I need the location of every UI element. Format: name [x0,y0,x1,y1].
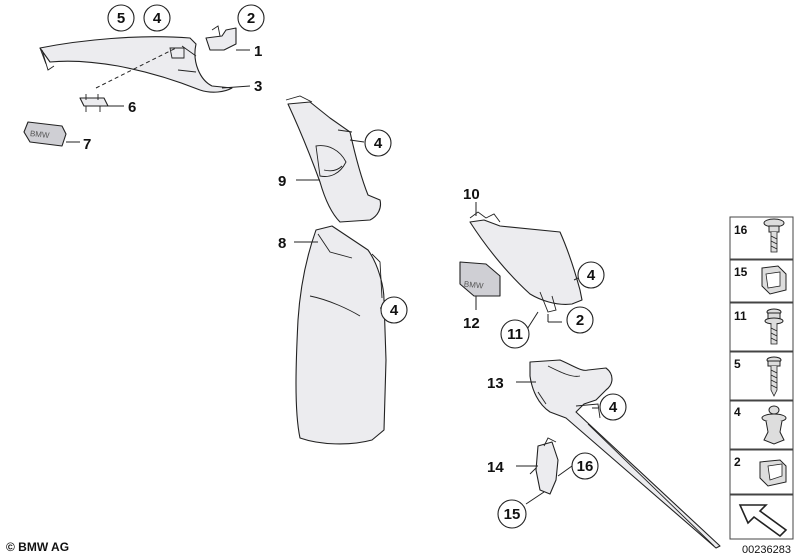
screw-washer-icon [764,308,784,345]
arrow-icon [738,504,788,538]
cover-12: BMW [459,261,501,297]
arrow-indicator [729,494,794,540]
svg-text:2: 2 [734,455,741,469]
svg-text:4: 4 [390,302,399,319]
svg-text:2: 2 [247,10,255,27]
svg-text:15: 15 [734,265,748,279]
svg-text:4: 4 [374,135,383,152]
legend-item-11: 11 [729,302,794,352]
expanding-rivet-icon [761,405,787,445]
legend-item-2: 2 [729,449,794,495]
svg-text:16: 16 [734,223,748,237]
legend-item-5: 5 [729,351,794,401]
clip-nut-icon [761,265,787,295]
callout-4-d: 4 [599,393,627,421]
label-13: 13 [487,375,504,392]
label-9: 9 [278,173,286,190]
callout-4-top: 4 [143,4,171,32]
label-12: 12 [463,315,480,332]
self-tapping-screw-icon [766,356,782,397]
pillar-trim-8 [295,225,387,445]
label-14: 14 [487,459,504,476]
callout-2-top: 2 [237,4,265,32]
callout-16: 16 [571,452,599,480]
label-3: 3 [254,78,262,95]
screw-flange-icon [763,218,785,253]
svg-text:5: 5 [117,10,125,27]
svg-text:5: 5 [734,357,741,371]
svg-text:4: 4 [153,10,162,27]
callout-5-top: 5 [107,4,135,32]
callout-4-c: 4 [577,261,605,289]
svg-text:4: 4 [587,267,596,284]
callout-15: 15 [497,499,527,529]
svg-text:16: 16 [577,458,594,475]
legend-item-15: 15 [729,259,794,303]
label-1: 1 [254,43,262,60]
svg-text:4: 4 [609,399,618,416]
svg-text:15: 15 [504,506,521,523]
pillar-trim-9 [285,95,382,223]
label-10: 10 [463,186,480,203]
legend-column: 16 15 11 [729,216,794,540]
svg-text:2: 2 [576,312,584,329]
label-6: 6 [128,99,136,116]
holder-6 [79,94,109,112]
cover-7: BMW [23,121,67,147]
callout-11: 11 [500,319,530,349]
svg-text:11: 11 [507,326,523,343]
bracket-14 [529,437,559,495]
clip-icon [759,459,787,487]
trim-10 [469,211,583,313]
svg-text:11: 11 [734,309,747,323]
svg-text:BMW: BMW [463,280,484,291]
svg-text:4: 4 [734,405,741,419]
trim-strip-13 [529,359,721,549]
trim-panel-3 [39,36,233,93]
callout-4-pillar-b: 4 [380,296,408,324]
legend-item-16: 16 [729,216,794,260]
svg-text:BMW: BMW [30,129,51,140]
bracket-1 [205,25,237,51]
diagram-number: 00236283 [742,544,791,556]
legend-item-4: 4 [729,400,794,450]
callout-2-mid: 2 [566,306,594,334]
callout-4-pillar-a: 4 [364,129,392,157]
label-8: 8 [278,235,286,252]
copyright: © BMW AG [6,540,69,554]
label-7: 7 [83,136,91,153]
